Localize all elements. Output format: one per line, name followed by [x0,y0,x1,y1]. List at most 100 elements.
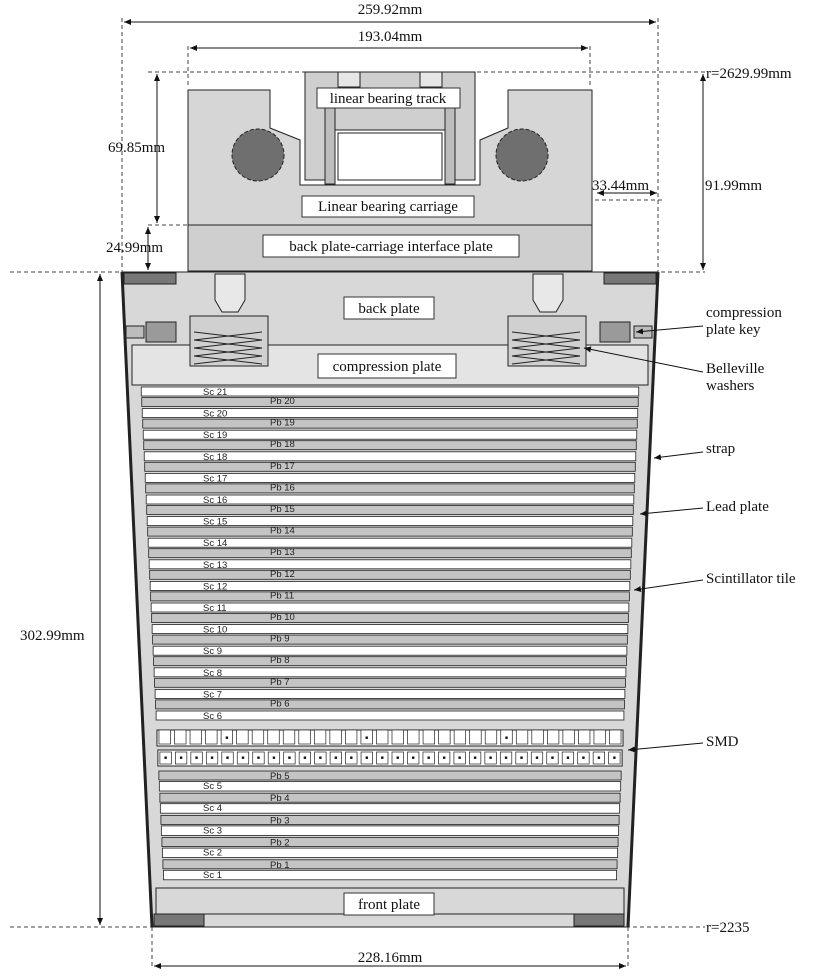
lead-layer-label: Pb 18 [270,439,295,450]
scintillator-tile [147,537,633,548]
lead-layer-label: Pb 1 [270,860,290,871]
smd-fiber-dot [582,756,585,759]
smd-strip [531,729,544,745]
smd-strip [174,729,187,745]
top-width-label: 259.92mm [358,2,423,18]
smd-fiber-dot [365,756,368,759]
front-corner-right [573,913,625,927]
side-gap-label: 33.44mm [592,178,649,194]
bearing-track-label-box [316,87,461,109]
strap-right [626,271,660,928]
smd-fiber-dot [535,756,539,759]
smd-strip [422,729,435,745]
scint-layer-label: Sc 4 [203,803,222,814]
scint-layer-label: Sc 18 [203,452,227,463]
compression-key-label-1: compression [706,305,782,321]
back-corner-right [603,272,657,285]
scint-layer-label: Sc 21 [203,387,227,398]
smd-fiber-dot [427,756,430,759]
scint-layer-label: Sc 20 [203,409,227,420]
compression-plate-label: compression plate [333,359,442,375]
lead-plate [146,505,634,515]
lead-plate [153,656,627,667]
lead-layer-label: Pb 2 [270,838,290,849]
lead-layer-label: Pb 4 [270,793,290,804]
bearing-height-label: 69.85mm [108,140,165,156]
strap-label: strap [706,441,735,457]
lead-plate-label: Lead plate [706,499,769,515]
smd-strip [609,729,622,745]
smd-fiber-dot [303,756,307,759]
scint-layer-label: Sc 16 [203,495,227,506]
smd-strip [205,729,218,745]
top-height-label: 91.99mm [705,178,762,194]
smd-fiber-dot [288,756,291,759]
smd-strip [578,729,591,745]
smd-fiber-dot [412,756,415,759]
lead-plate [151,613,629,623]
smd-strip [469,729,482,745]
bolt-right [532,273,564,313]
scint-layer-label: Sc 15 [203,517,227,528]
overall-height-label: 302.99mm [20,628,85,644]
interface-plate-label-box [262,234,520,258]
interface-plate-label: back plate-carriage interface plate [289,239,493,255]
smd-fiber-dot [226,756,229,759]
lead-plate [149,569,631,580]
lead-plate [142,418,638,429]
smd-strip [376,729,389,745]
smd-fiber-dot [272,756,276,759]
bearing-track-label: linear bearing track [330,91,447,107]
front-plate-label-box [343,892,435,916]
smd-fiber-dot [473,756,477,759]
lead-layer-label: Pb 14 [270,526,295,537]
smd-fiber-dot [396,756,399,759]
track-channel-right [419,71,443,88]
scint-layer-label: Sc 17 [203,473,227,484]
smd-strip [236,729,249,745]
scint-layer-label: Sc 6 [203,711,222,722]
lead-plate [160,815,620,825]
lead-plate [145,483,635,494]
scint-layer-label: Sc 2 [203,848,222,859]
scintillator-tile [160,825,620,836]
lead-layer-label: Pb 11 [270,590,294,601]
smd-strip [407,729,420,745]
smd-strip [515,729,529,745]
smd-fiber-dot [225,736,229,739]
front-plate-label: front plate [358,897,420,913]
scint-layer-label: Sc 12 [203,581,227,592]
lead-layer-label: Pb 20 [270,396,295,407]
smd-leader [627,742,704,753]
scintillator-tile [163,869,617,881]
scintillator-tile [144,472,636,483]
bearing-carriage-label: Linear bearing carriage [318,199,458,215]
compression-plate-label-box [317,353,457,379]
lead-layer-label: Pb 9 [270,634,290,645]
smd-strip [546,729,560,745]
smd-strip [189,729,202,745]
scintillator-tile [143,451,637,462]
lead-plate [148,548,632,559]
bearing-ball-right [495,128,549,182]
lead-layer-label: Pb 19 [270,418,295,429]
interface-height-label: 24.99mm [106,240,163,256]
bearing-ball-left [231,128,285,182]
smd-strip [298,729,311,745]
scintillator-tile [149,581,631,591]
lead-plate [154,677,626,688]
scint-tile-leader [633,579,704,592]
smd-strip [313,729,327,745]
lead-layer-label: Pb 13 [270,547,295,558]
smd-fiber-dot [566,756,570,759]
lead-plate [159,792,621,803]
bearing-carriage-label-box [301,195,475,218]
smd-strip [438,729,451,745]
smd-fiber-dot [334,756,338,759]
track-block-right [444,107,456,185]
lead-plate [161,837,619,847]
callouts: compression plate key Belleville washers… [583,305,796,753]
lead-layer-label: Pb 15 [270,504,295,515]
scintillator-tile [148,559,632,570]
key-left [145,321,177,343]
